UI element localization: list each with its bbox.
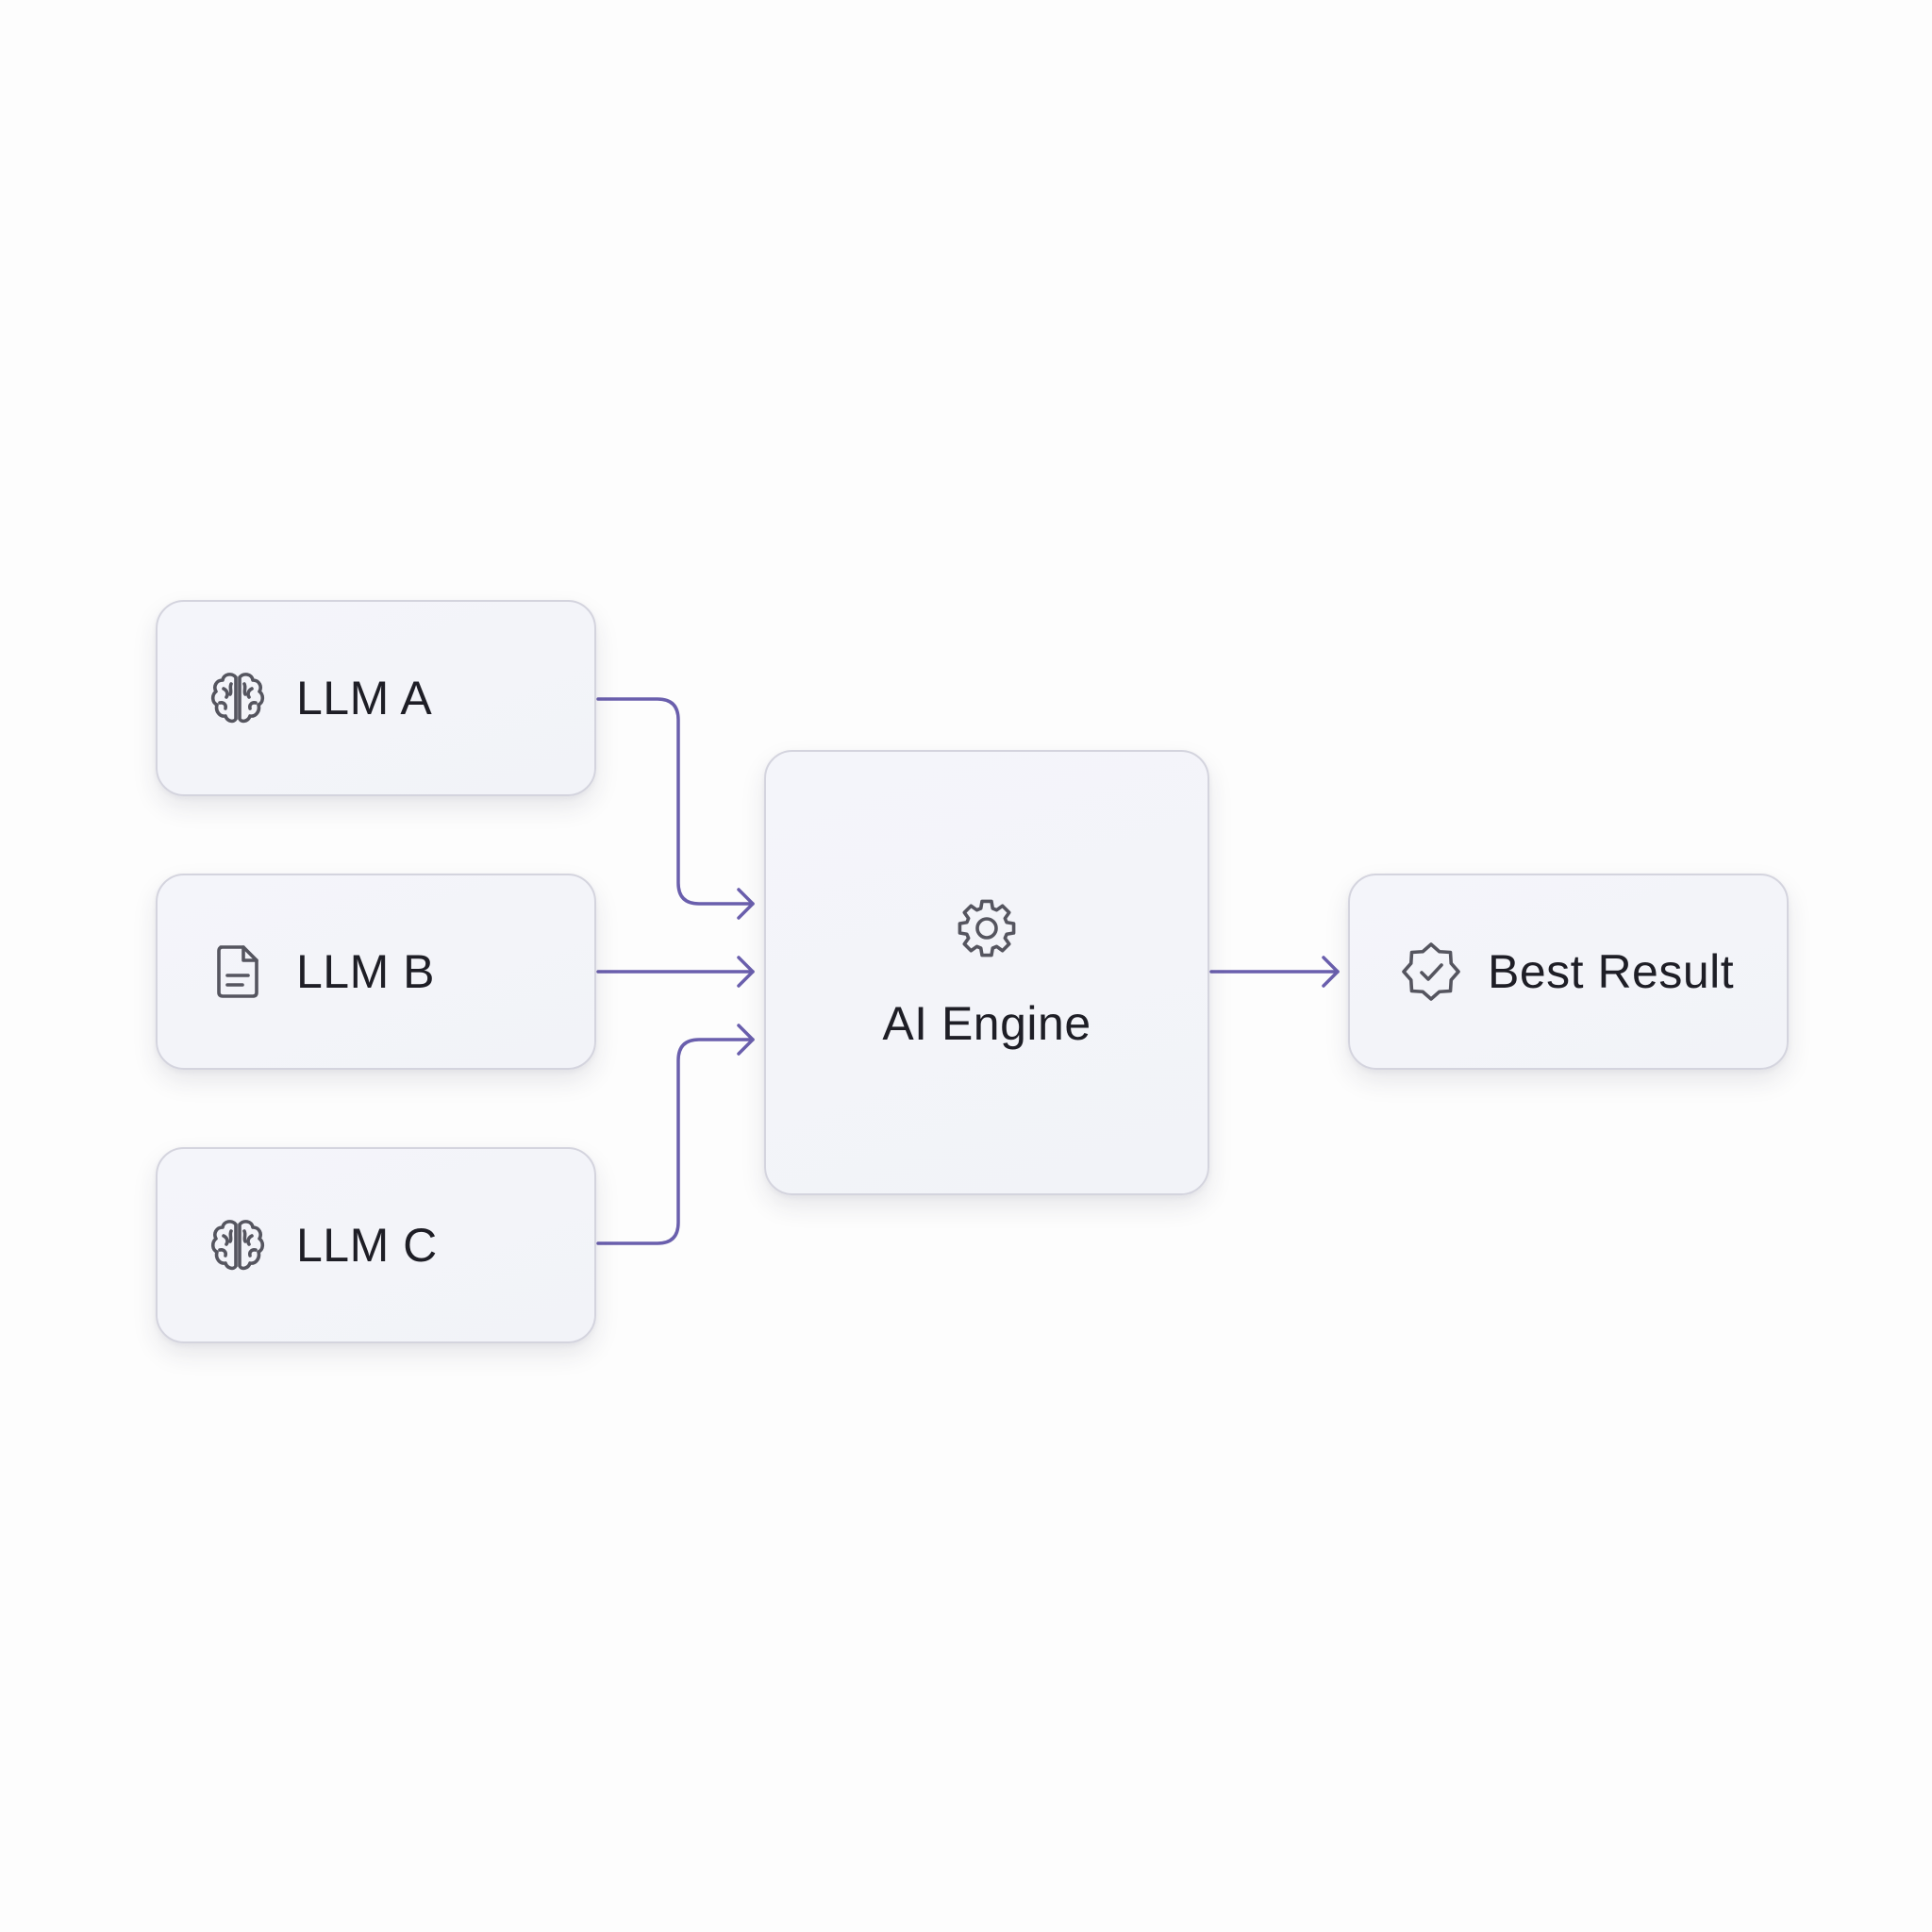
node-label: LLM B: [296, 945, 436, 998]
node-llm-b[interactable]: LLM B: [156, 874, 596, 1070]
gear-icon: [953, 894, 1021, 962]
node-best-result[interactable]: Best Result: [1348, 874, 1789, 1070]
edge-llm-c-arrowhead: [737, 1024, 755, 1056]
node-llm-a[interactable]: LLM A: [156, 600, 596, 796]
node-label: LLM C: [296, 1219, 438, 1272]
brain-icon: [208, 668, 268, 728]
node-llm-c[interactable]: LLM C: [156, 1147, 596, 1343]
edge-llm-a-to-engine: [596, 697, 755, 906]
node-label: Best Result: [1488, 945, 1735, 998]
edge-llm-a-arrowhead: [737, 888, 755, 920]
brain-icon: [208, 1215, 268, 1275]
edge-llm-b-arrowhead: [737, 956, 755, 988]
edge-llm-c-to-engine: [596, 1038, 755, 1245]
node-ai-engine[interactable]: AI Engine: [764, 750, 1209, 1195]
node-label: LLM A: [296, 672, 433, 724]
verified-badge-icon: [1399, 940, 1463, 1004]
document-icon: [208, 941, 268, 1002]
node-label: AI Engine: [882, 997, 1091, 1050]
edge-engine-arrowhead: [1322, 956, 1340, 988]
